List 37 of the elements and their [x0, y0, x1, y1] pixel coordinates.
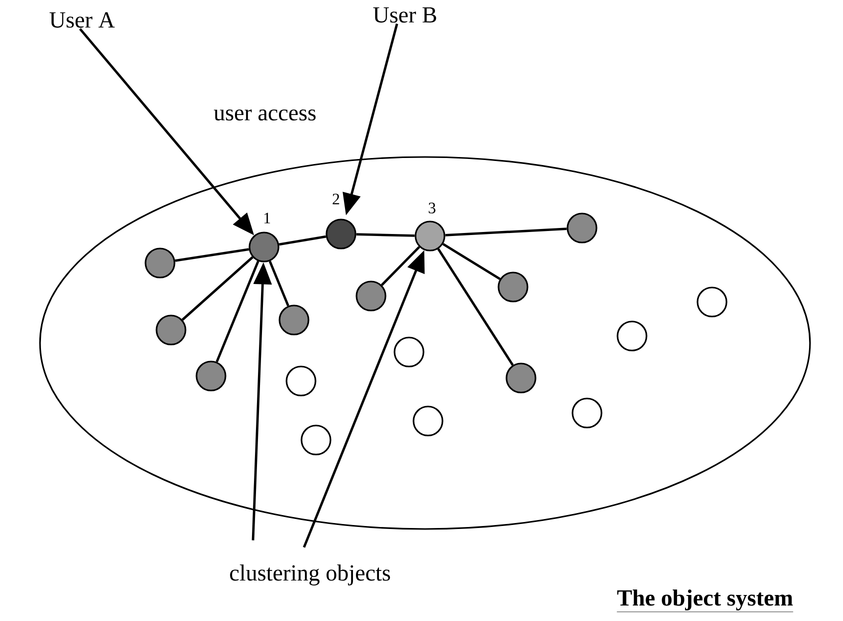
circle	[506, 362, 536, 394]
circle	[498, 272, 528, 302]
connector-line	[380, 246, 420, 286]
ellipse	[39, 156, 811, 530]
circle	[286, 366, 316, 396]
circle	[616, 320, 648, 352]
connector-line	[268, 260, 290, 306]
connector-line	[182, 256, 254, 321]
connector-line	[445, 228, 567, 236]
circle	[144, 248, 176, 278]
connector-line	[437, 248, 514, 366]
connector-line	[356, 233, 415, 237]
connector-line	[278, 235, 326, 246]
circle	[278, 304, 310, 336]
circle	[394, 336, 424, 368]
circle	[572, 398, 602, 428]
text-label: clustering objects	[230, 564, 390, 586]
circle	[696, 286, 728, 318]
connector-line	[442, 243, 501, 280]
circle	[566, 212, 598, 244]
node-number: 3	[428, 202, 436, 214]
node-number: 1	[264, 212, 270, 224]
connector-line	[174, 248, 250, 262]
circle	[414, 220, 446, 252]
circle	[196, 360, 226, 392]
circle	[356, 280, 386, 312]
text-label: User B	[373, 7, 436, 23]
connector-line	[216, 260, 260, 362]
text-label: user access	[214, 109, 316, 121]
circle	[326, 218, 356, 250]
circle	[412, 406, 444, 436]
circle	[156, 314, 186, 346]
text-label: User A	[50, 12, 115, 28]
caption: The object system	[616, 590, 794, 612]
circle	[248, 232, 280, 262]
circle	[300, 424, 332, 456]
node-number: 2	[332, 194, 340, 204]
